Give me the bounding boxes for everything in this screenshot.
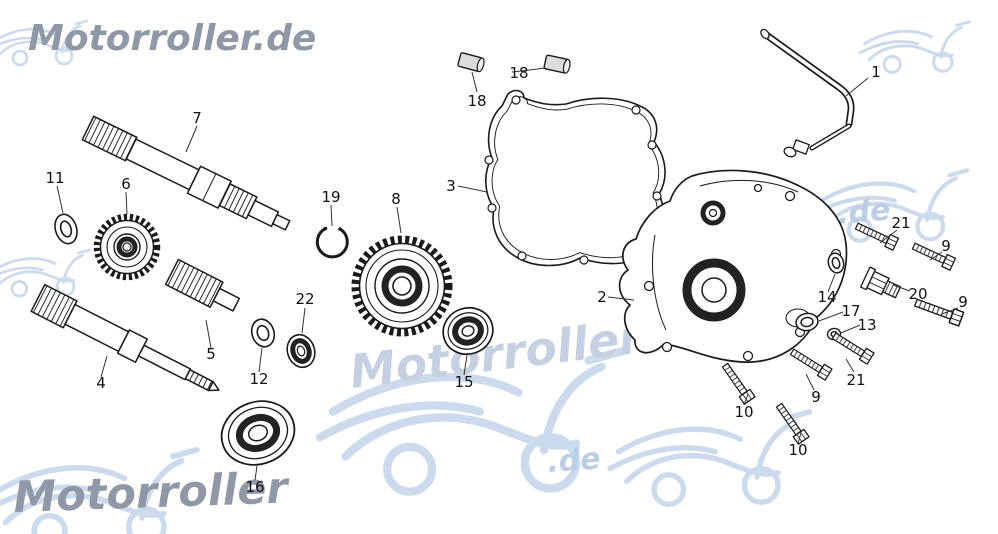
hex-plug-20 (860, 266, 902, 299)
output-shaft (30, 283, 220, 392)
bolt-21-bottom (829, 329, 875, 365)
part-label-16: 16 (245, 478, 264, 496)
bolt-10-right (773, 400, 810, 445)
drive-gear (93, 213, 161, 281)
kickstart-rod (760, 28, 855, 158)
part-label-2: 2 (597, 288, 607, 306)
part-label-15: 15 (454, 373, 473, 391)
part-label-7: 7 (192, 109, 202, 127)
part-label-21a: 21 (891, 214, 910, 232)
part-label-1: 1 (871, 63, 881, 81)
idler-shaft (164, 258, 241, 312)
bolt-9-bottom (787, 345, 833, 381)
bearing-15 (442, 306, 494, 356)
part-label-21b: 21 (846, 371, 865, 389)
transmission-gear (351, 235, 453, 337)
washer-12 (250, 318, 276, 348)
scooter-logo-bottom-right (610, 412, 810, 504)
part-label-9c: 9 (811, 388, 821, 406)
part-label-18b: 18 (467, 92, 486, 110)
part-label-9b: 9 (958, 293, 968, 311)
part-label-3: 3 (446, 177, 456, 195)
main-shaft (81, 115, 291, 231)
part-label-6: 6 (121, 175, 131, 193)
seal-ring-22 (286, 333, 316, 369)
brand-watermark-bottom: Motorroller (13, 463, 292, 523)
circlip (315, 226, 349, 259)
part-label-11: 11 (45, 169, 64, 187)
drawing-layer: 1 18 18 7 3 11 6 19 8 2 21 9 20 14 17 13… (30, 28, 968, 496)
part-label-14: 14 (817, 288, 836, 306)
part-label-13: 13 (857, 316, 876, 334)
part-label-10b: 10 (788, 441, 807, 459)
washer-11 (54, 213, 78, 245)
part-label-8: 8 (391, 190, 401, 208)
oil-seal-17 (795, 312, 819, 332)
washer-14 (827, 252, 845, 274)
part-label-5: 5 (206, 345, 216, 363)
part-label-17: 17 (841, 302, 860, 320)
part-label-20: 20 (908, 285, 927, 303)
part-label-22: 22 (295, 290, 314, 308)
part-label-12: 12 (249, 370, 268, 388)
bearing-16 (220, 400, 296, 466)
leader-lines (56, 67, 959, 481)
gasket-bolt-holes (484, 95, 662, 265)
dowel-pin-left (457, 52, 485, 73)
dowel-pin-right (543, 54, 571, 74)
part-label-9a: 9 (941, 237, 951, 255)
part-label-4: 4 (96, 374, 106, 392)
part-label-10a: 10 (734, 403, 753, 421)
callout-labels: 1 18 18 7 3 11 6 19 8 2 21 9 20 14 17 13… (45, 63, 967, 496)
part-label-18a: 18 (509, 64, 528, 82)
part-label-19: 19 (321, 188, 340, 206)
bolt-10-left (719, 360, 756, 405)
de-watermark-bottom: .de (546, 441, 602, 480)
brand-watermark-top: Motorroller.de (28, 18, 316, 59)
